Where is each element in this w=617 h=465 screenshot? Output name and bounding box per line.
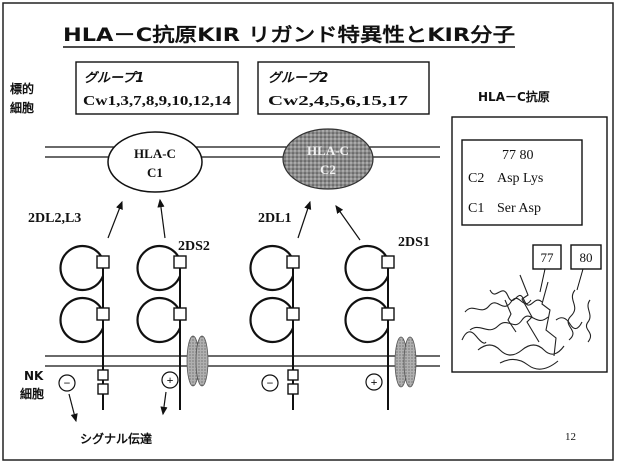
page-number: 12: [565, 431, 576, 443]
target-cell-label-line2: 細胞: [10, 100, 34, 115]
group-2-alleles: Cw2,4,5,6,15,17: [268, 94, 408, 109]
group-2-name: グループ2: [268, 70, 328, 86]
residue-positions: 77 80: [502, 148, 534, 163]
domain-joint: [382, 256, 394, 268]
signal-symbol: −: [267, 376, 274, 390]
callout-80-label: 80: [580, 250, 593, 265]
domain-joint: [287, 256, 299, 268]
domain-joint: [97, 308, 109, 320]
ligand-c1-line1: HLA-C: [134, 146, 176, 161]
receptor-label-2dl2-l3: 2DL2,L3: [28, 211, 81, 226]
dap12-adaptor: [404, 337, 416, 387]
signal-symbol: −: [64, 376, 71, 390]
domain-joint: [174, 256, 186, 268]
ligand-c2-line1: HLA-C: [307, 143, 349, 158]
ligand-hla-c-c1: HLA-C C1: [108, 132, 202, 192]
signal-symbol: +: [371, 375, 378, 389]
ligand-c2-line2: C2: [320, 162, 336, 177]
residue-row-c1-values: Ser Asp: [497, 201, 541, 216]
domain-joint: [287, 308, 299, 320]
slide-title: HLA－C抗原KIR リガンド特異性とKIR分子: [63, 23, 515, 46]
group-1-alleles: Cw1,3,7,8,9,10,12,14: [83, 94, 231, 109]
nk-cell-label-line1: NK: [24, 369, 44, 383]
receptor-label-2ds1: 2DS1: [398, 235, 430, 250]
receptor-label-2dl1: 2DL1: [258, 211, 291, 226]
signal-positive-2ds2: +: [162, 372, 178, 388]
nk-cell-label-line2: 細胞: [20, 386, 44, 401]
signal-transduction-label: シグナル伝達: [80, 431, 152, 446]
group-1-name: グループ1: [84, 70, 144, 86]
signal-positive-2ds1: +: [366, 374, 382, 390]
group-2-box: グループ2 Cw2,4,5,6,15,17: [258, 62, 429, 114]
residue-table: 77 80 C2 Asp Lys C1 Ser Asp: [462, 140, 582, 225]
residue-row-c2-values: Asp Lys: [497, 171, 543, 186]
domain-joint: [382, 308, 394, 320]
group-1-box: グループ1 Cw1,3,7,8,9,10,12,14: [76, 62, 238, 114]
receptor-label-2ds2: 2DS2: [178, 239, 210, 254]
ligand-c1-line2: C1: [147, 165, 163, 180]
hla-panel-title: HLA－C抗原: [478, 89, 550, 104]
dap12-adaptor: [196, 336, 208, 386]
signal-symbol: +: [167, 373, 174, 387]
itim-motif: [288, 370, 298, 380]
domain-joint: [97, 256, 109, 268]
residue-row-c1-group: C1: [468, 201, 484, 216]
domain-joint: [174, 308, 186, 320]
callout-77-label: 77: [541, 250, 555, 265]
ligand-hla-c-c2: HLA-C C2: [283, 129, 373, 189]
itim-motif: [288, 384, 298, 394]
signal-negative-2dl1: −: [262, 375, 278, 391]
itim-motif: [98, 370, 108, 380]
signal-negative-2dl2: −: [59, 375, 75, 391]
target-cell-label-line1: 標的: [10, 81, 34, 96]
residue-row-c2-group: C2: [468, 171, 484, 186]
itim-motif: [98, 384, 108, 394]
